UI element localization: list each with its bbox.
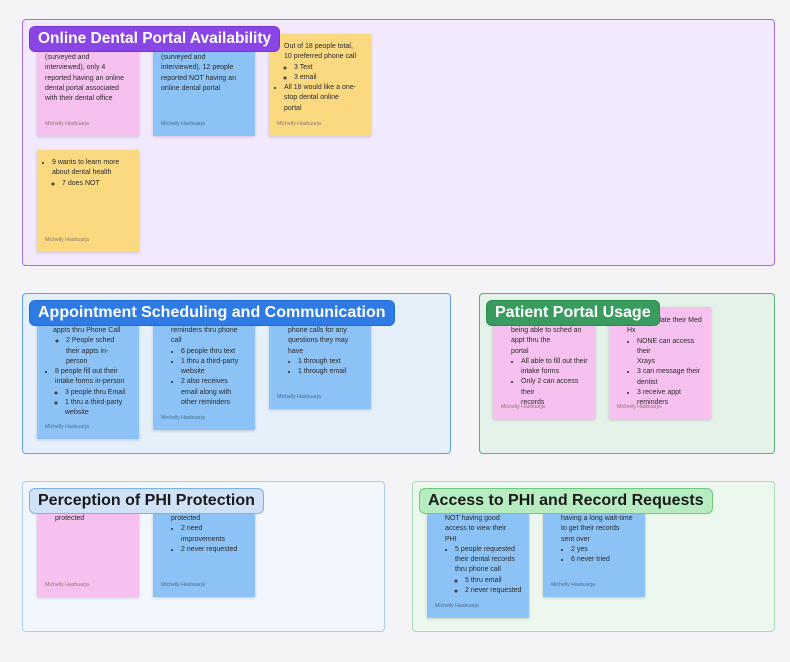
sticky-note[interactable]: Out of 18 people total,10 preferred phon… [269, 34, 371, 136]
note-author: Michelly Hasbuarja [45, 423, 89, 430]
note-line: protected [171, 515, 201, 522]
note-line: interviewed), 12 people [161, 64, 234, 72]
section-online-dental-portal[interactable] [22, 19, 775, 266]
note-line: with their dental office [45, 95, 113, 103]
section-title-patient-portal[interactable]: Patient Portal Usage [486, 300, 660, 326]
note-line: (surveyed and [45, 54, 90, 61]
note-author: Michelly Hasbuarja [551, 581, 595, 588]
note-author: Michelly Hasbuarja [617, 403, 661, 410]
note-bullet: 2 never requested [181, 545, 250, 555]
note-bullet: 6 never tried [571, 555, 640, 565]
note-line: reported having an online [45, 74, 125, 82]
note-author: Michelly Hasbuarja [277, 120, 321, 127]
note-sub-bullet: 5 thru email [465, 576, 524, 586]
note-line: interviewed), only 4 [45, 64, 106, 72]
note-line: appts thru Phone Call [53, 327, 121, 334]
note-bullet: All 18 would like a one-stop dental onli… [284, 83, 366, 114]
note-line: online dental portal [161, 84, 221, 92]
sticky-note[interactable]: appts thru Phone Call 2 People schedthei… [37, 309, 139, 439]
note-line: having a long wait-time [561, 515, 633, 522]
note-line: Hx [627, 327, 636, 335]
note-bullet: 6 people thru text [181, 347, 250, 357]
note-line: being able to sched an [511, 327, 582, 334]
note-line: questions they may [288, 337, 349, 345]
note-line: dental portal associated [45, 84, 119, 92]
note-author: Michelly Hasbuarja [435, 602, 479, 609]
note-sub-bullet: 2 never requested [465, 586, 524, 596]
note-bullet: 2 yes [571, 545, 640, 555]
note-author: Michelly Hasbuarja [161, 414, 205, 421]
note-line: reminders thru phone [171, 327, 238, 334]
note-line: reported NOT having an [161, 74, 236, 82]
sticky-note[interactable]: NOT having good access to view their PHI… [427, 497, 529, 618]
note-author: Michelly Hasbuarja [501, 403, 545, 410]
section-title-access-phi[interactable]: Access to PHI and Record Requests [419, 488, 713, 514]
note-author: Michelly Hasbuarja [45, 236, 89, 243]
section-title-online-portal[interactable]: Online Dental Portal Availability [29, 26, 281, 52]
note-line: portal [511, 347, 529, 355]
note-author: Michelly Hasbuarja [161, 120, 205, 127]
note-line: NOT having good [445, 515, 500, 522]
section-title-phi-protection[interactable]: Perception of PHI Protection [29, 488, 264, 514]
note-author: Michelly Hasbuarja [45, 120, 89, 127]
note-line: protected [55, 515, 85, 522]
note-sub-bullet: 3 Text [294, 63, 366, 73]
note-bullet: 1 through text [298, 357, 366, 367]
sticky-note[interactable]: reminders thru phone call 6 people thru … [153, 309, 255, 430]
note-sub-bullet: 3 email [294, 73, 366, 83]
note-bullet: 1 through email [298, 367, 366, 377]
note-line: appt thru the [511, 337, 551, 345]
note-line: date their Med [657, 317, 702, 324]
note-author: Michelly Hasbuarja [277, 393, 321, 400]
section-title-appointment[interactable]: Appointment Scheduling and Communication [29, 300, 395, 326]
note-author: Michelly Hasbuarja [161, 581, 205, 588]
note-sub-bullet: 3 people thru Email [65, 388, 134, 398]
note-line: (surveyed and [161, 54, 206, 61]
note-line: to get their records [561, 525, 620, 533]
note-line: access to view their [445, 525, 507, 533]
note-line: sent over [561, 535, 590, 543]
note-bullet: Out of 18 people total,10 preferred phon… [284, 42, 366, 83]
note-author: Michelly Hasbuarja [45, 581, 89, 588]
note-sub-bullet: 7 does NOT [62, 179, 134, 189]
note-line: have [288, 347, 304, 355]
note-line: phone calls for any [288, 327, 347, 334]
note-line: PHI [445, 535, 457, 543]
note-line: call [171, 337, 182, 345]
